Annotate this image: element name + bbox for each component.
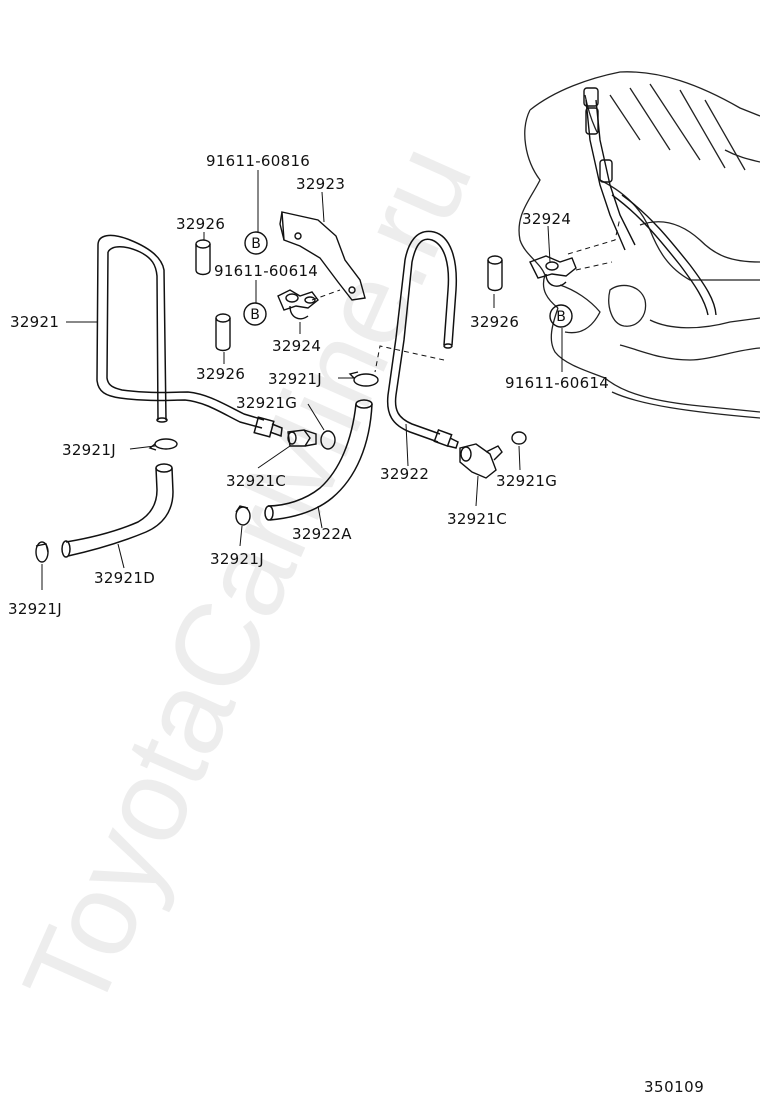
label-32922: 32922 xyxy=(380,465,429,483)
leader-dashed-32924-b2 xyxy=(575,261,613,271)
gasket-32921G-a xyxy=(320,430,336,450)
clamp-32924-a xyxy=(277,289,319,320)
leader-lines xyxy=(41,170,563,590)
diagram-code: 350109 xyxy=(644,1078,704,1096)
label-32926-b: 32926 xyxy=(196,365,245,383)
label-32921: 32921 xyxy=(10,313,59,331)
grommet-32926-a xyxy=(195,239,211,276)
label-32921J-b: 32921J xyxy=(62,441,116,459)
label-32924-a: 32924 xyxy=(272,337,321,355)
clamp-32921J-c xyxy=(235,505,251,526)
label-32922A: 32922A xyxy=(292,525,352,543)
clamp-32921J-d xyxy=(35,541,49,563)
grommet-32926-c xyxy=(487,255,503,292)
grommet-32926-b xyxy=(215,313,231,352)
bolt-marker-b-c: B xyxy=(549,304,573,328)
label-91611-60816: 91611-60816 xyxy=(206,152,310,170)
hose-32921D xyxy=(61,463,174,558)
label-91611-60614-a: 91611-60614 xyxy=(214,262,318,280)
label-32921C-b: 32921C xyxy=(447,510,507,528)
engine-block-outline xyxy=(518,71,760,419)
leader-dashed-32922 xyxy=(374,345,445,373)
clamp-32921J-b xyxy=(348,371,379,387)
svg-text:B: B xyxy=(556,309,566,325)
label-91611-60614-b: 91611-60614 xyxy=(505,374,609,392)
label-32921D: 32921D xyxy=(94,569,155,587)
gasket-32921G-b xyxy=(511,431,527,445)
pipe-32922 xyxy=(386,230,459,449)
connector-32921C-a xyxy=(287,429,317,447)
leader-dashed-32924-a xyxy=(311,289,341,301)
bracket-32923 xyxy=(279,211,366,301)
svg-text:B: B xyxy=(250,307,260,323)
pipe-32921 xyxy=(96,234,283,438)
label-32926-a: 32926 xyxy=(176,215,225,233)
label-32923: 32923 xyxy=(296,175,345,193)
clamp-32921J-a xyxy=(148,438,178,451)
engine-side-hose xyxy=(583,87,717,316)
label-32926-c: 32926 xyxy=(470,313,519,331)
leader-dashed-32924-b xyxy=(567,217,621,255)
svg-text:B: B xyxy=(251,236,261,252)
label-32921G-a: 32921G xyxy=(236,394,297,412)
label-32921J-d: 32921J xyxy=(8,600,62,618)
label-32921G-b: 32921G xyxy=(496,472,557,490)
label-32921C-a: 32921C xyxy=(226,472,286,490)
connector-32921C-b xyxy=(459,443,503,479)
clamp-32924-b xyxy=(529,255,577,287)
bolt-marker-b-b: B xyxy=(243,302,267,326)
bolt-marker-b-a: B xyxy=(244,231,268,255)
label-32921J-a: 32921J xyxy=(268,370,322,388)
hose-32922A xyxy=(264,399,373,521)
label-32924-b: 32924 xyxy=(522,210,571,228)
label-32921J-c: 32921J xyxy=(210,550,264,568)
